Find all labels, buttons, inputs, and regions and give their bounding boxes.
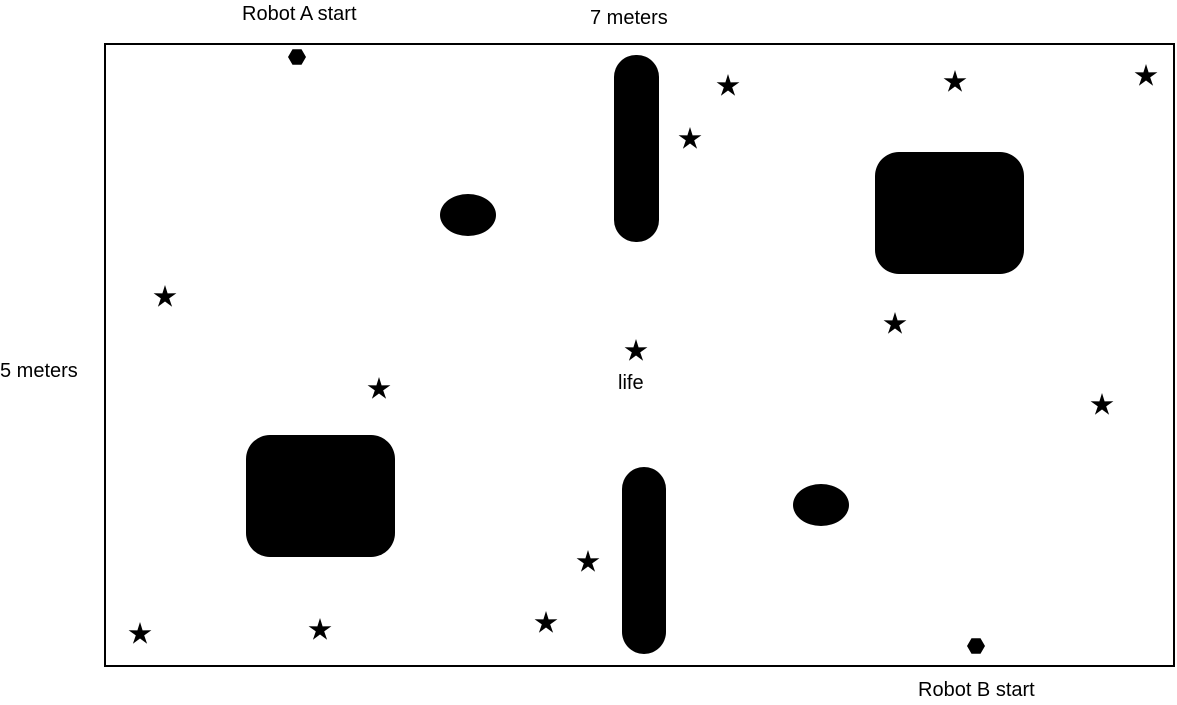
star-icon (1090, 393, 1114, 415)
obstacle-oval-bottom (793, 484, 849, 526)
star-icon (576, 550, 600, 572)
star-icon (1134, 64, 1158, 86)
star-icon (883, 312, 907, 334)
obstacle-bar-bottom (622, 467, 666, 654)
obstacle-bar-top (614, 55, 659, 242)
robot-b-start-marker (967, 638, 985, 654)
arena-width-label: 7 meters (590, 7, 668, 29)
obstacle-rounded-square-bottom-left (246, 435, 395, 557)
robot-a-start-label: Robot A start (242, 3, 357, 25)
star-icon (678, 127, 702, 149)
star-icon (308, 618, 332, 640)
star-icon (367, 377, 391, 399)
star-icon-life (624, 339, 648, 361)
star-icon (153, 285, 177, 307)
obstacle-rounded-square-top-right (875, 152, 1024, 274)
obstacle-oval-top (440, 194, 496, 236)
robot-b-start-label: Robot B start (918, 679, 1035, 701)
life-label: life (618, 372, 644, 394)
star-icon (943, 70, 967, 92)
star-icon (534, 611, 558, 633)
star-icon (128, 622, 152, 644)
arena-boundary (104, 43, 1175, 667)
robot-a-start-marker (288, 49, 306, 65)
arena-height-label: 5 meters (0, 360, 78, 382)
star-icon (716, 74, 740, 96)
